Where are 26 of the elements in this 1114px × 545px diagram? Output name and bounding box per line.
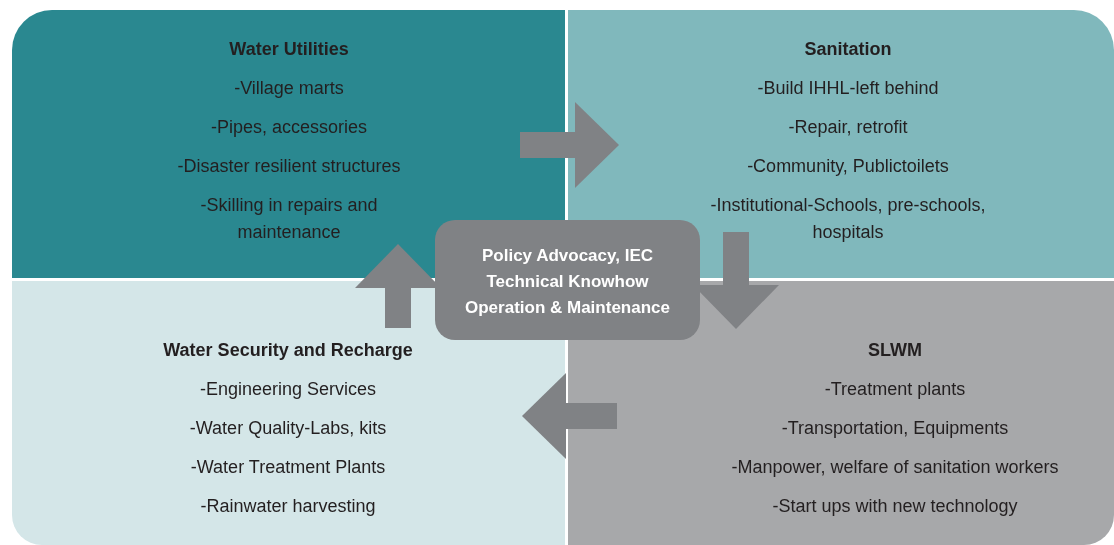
center-text: Policy Advocacy, IEC [482,245,653,267]
quadrant-heading: Water Security and Recharge [163,339,413,362]
list-item: -Water Treatment Plants [190,456,386,479]
quadrant-heading: Water Utilities [229,38,349,61]
list-item: -Water Quality-Labs, kits [189,417,387,440]
list-item: -Build IHHL-left behind [757,77,939,100]
block-arrow [520,102,619,188]
list-item: -Rainwater harvesting [200,495,376,518]
list-item: -Transportation, Equipments [781,417,1009,440]
quadrant-heading: SLWM [868,339,922,362]
list-item: -Community, Publictoilets [747,155,949,178]
list-item: -Village marts [234,77,344,100]
list-item: -Treatment plants [824,378,966,401]
list-item: -Start ups with new technology [772,495,1018,518]
list-item: -Pipes, accessories [210,116,368,139]
center-text: Operation & Maintenance [465,297,670,319]
center-box [435,220,700,340]
list-item: -Manpower, welfare of sanitation workers [731,456,1059,479]
list-item: -Engineering Services [199,378,377,401]
block-arrow [522,373,617,459]
quadrant-heading: Sanitation [804,38,892,61]
list-item: -Institutional-Schools, pre-schools, hospitals [709,194,987,244]
list-item: -Disaster resilient structures [177,155,401,178]
list-item: -Skilling in repairs and maintenance [199,194,379,244]
list-item: -Repair, retrofit [788,116,908,139]
center-text: Technical Knowhow [486,271,649,293]
